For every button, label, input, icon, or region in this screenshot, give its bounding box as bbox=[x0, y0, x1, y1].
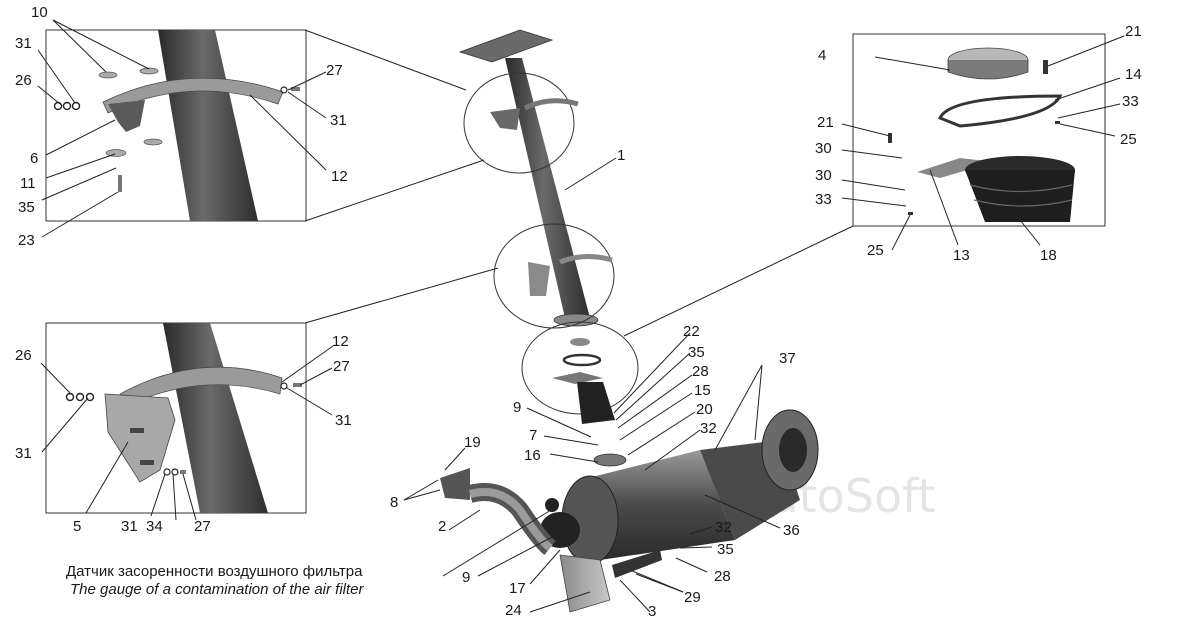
callout-35: 35 bbox=[717, 541, 734, 558]
callout-15: 15 bbox=[694, 382, 711, 399]
callout-33: 33 bbox=[1122, 93, 1139, 110]
callout-31: 31 bbox=[15, 445, 32, 462]
callout-12: 12 bbox=[332, 333, 349, 350]
callout-32: 32 bbox=[700, 420, 717, 437]
leader-lines bbox=[37, 19, 1125, 613]
callout-25: 25 bbox=[867, 242, 884, 259]
callout-18: 18 bbox=[1040, 247, 1057, 264]
callout-10: 10 bbox=[31, 4, 48, 21]
callout-35: 35 bbox=[688, 344, 705, 361]
callout-6: 6 bbox=[30, 150, 38, 167]
callout-36: 36 bbox=[783, 522, 800, 539]
callout-31: 31 bbox=[121, 518, 138, 535]
callout-25: 25 bbox=[1120, 131, 1137, 148]
callout-34: 34 bbox=[146, 518, 163, 535]
callout-32: 32 bbox=[715, 519, 732, 536]
callout-8: 8 bbox=[390, 494, 398, 511]
callout-3: 3 bbox=[648, 603, 656, 620]
callout-12: 12 bbox=[331, 168, 348, 185]
callout-2: 2 bbox=[438, 518, 446, 535]
callout-27: 27 bbox=[333, 358, 350, 375]
callout-22: 22 bbox=[683, 323, 700, 340]
callout-31: 31 bbox=[335, 412, 352, 429]
callout-26: 26 bbox=[15, 347, 32, 364]
callout-27: 27 bbox=[326, 62, 343, 79]
callout-5: 5 bbox=[73, 518, 81, 535]
callout-16: 16 bbox=[524, 447, 541, 464]
callout-33: 33 bbox=[815, 191, 832, 208]
detail-box-top-left bbox=[45, 29, 307, 222]
intake-pipe-assembly bbox=[458, 29, 639, 424]
callout-21: 21 bbox=[817, 114, 834, 131]
callout-30: 30 bbox=[815, 167, 832, 184]
callout-26: 26 bbox=[15, 72, 32, 89]
detail-box-bottom-left bbox=[45, 322, 307, 514]
callout-35: 35 bbox=[18, 199, 35, 216]
callout-28: 28 bbox=[692, 363, 709, 380]
callout-19: 19 bbox=[464, 434, 481, 451]
callout-21: 21 bbox=[1125, 23, 1142, 40]
callout-31: 31 bbox=[15, 35, 32, 52]
air-filter-housing-assembly bbox=[440, 409, 819, 613]
callout-31: 31 bbox=[330, 112, 347, 129]
callout-29: 29 bbox=[684, 589, 701, 606]
callout-13: 13 bbox=[953, 247, 970, 264]
callout-11: 11 bbox=[20, 175, 36, 192]
callout-20: 20 bbox=[696, 401, 713, 418]
callout-17: 17 bbox=[509, 580, 526, 597]
callout-9: 9 bbox=[513, 399, 521, 416]
caption-russian: Датчик засоренности воздушного фильтра bbox=[66, 563, 363, 580]
callout-1: 1 bbox=[617, 147, 625, 164]
callout-28: 28 bbox=[714, 568, 731, 585]
callout-14: 14 bbox=[1125, 66, 1142, 83]
callout-27: 27 bbox=[194, 518, 211, 535]
callout-24: 24 bbox=[505, 602, 522, 619]
callout-7: 7 bbox=[529, 427, 537, 444]
callout-4: 4 bbox=[818, 47, 826, 64]
callout-numbers: 10 31 26 27 31 6 11 12 35 23 1 4 21 14 3… bbox=[15, 4, 1142, 620]
detail-box-top-right bbox=[852, 33, 1106, 227]
callout-37: 37 bbox=[779, 350, 796, 367]
caption-english: The gauge of a contamination of the air … bbox=[70, 581, 364, 598]
callout-23: 23 bbox=[18, 232, 35, 249]
callout-30: 30 bbox=[815, 140, 832, 157]
callout-9: 9 bbox=[462, 569, 470, 586]
